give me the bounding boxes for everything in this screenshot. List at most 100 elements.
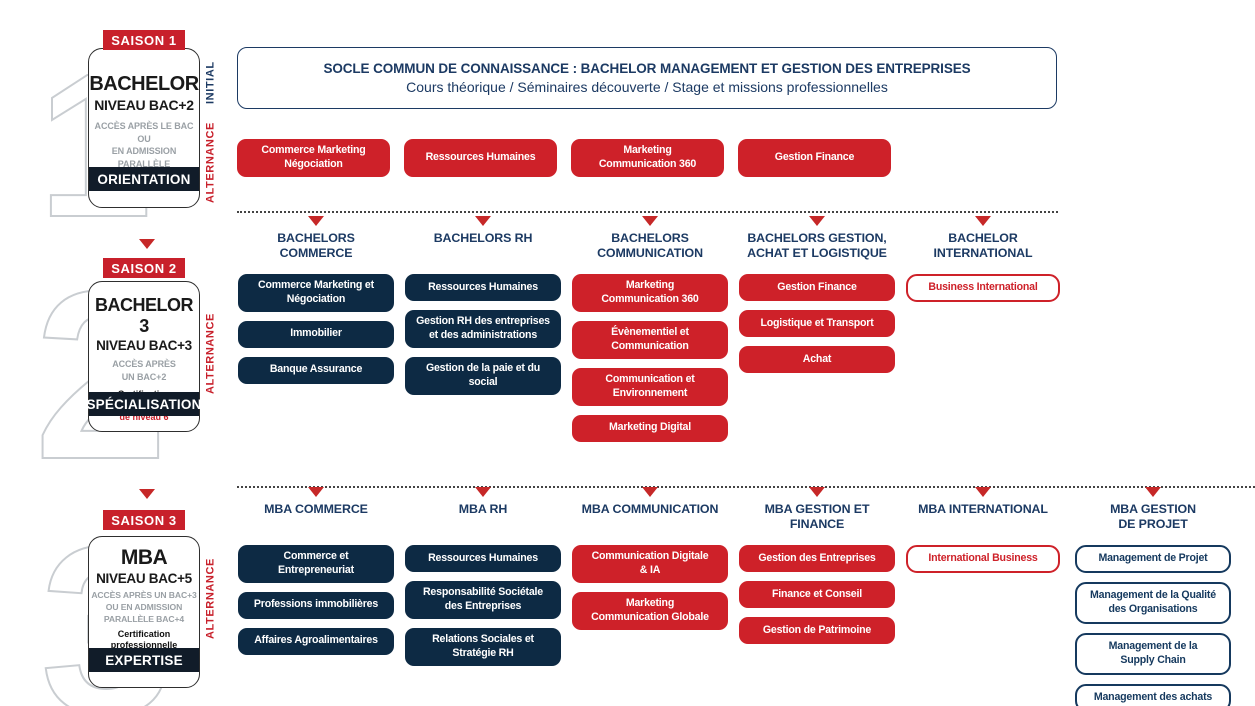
arrow-down-icon xyxy=(308,216,324,226)
program-list: International Business xyxy=(906,545,1060,573)
season3-title: MBA xyxy=(120,546,168,569)
program-pill: Management de Projet xyxy=(1075,545,1231,573)
program-pill: Marketing Communication Globale xyxy=(572,591,728,630)
column-header: MBA COMMUNICATION xyxy=(581,502,719,516)
arrow-down-icon xyxy=(475,487,491,497)
program-pill: Marketing Digital xyxy=(572,414,728,442)
season1-title: BACHELOR xyxy=(89,73,199,95)
program-pill: Ressources Humaines xyxy=(405,274,561,301)
column-header: BACHELORS COMMUNICATION xyxy=(597,231,703,260)
arrow-down-icon xyxy=(809,487,825,497)
program-list: Ressources Humaines Gestion RH des entre… xyxy=(405,274,561,395)
program-list: Management de Projet Management de la Qu… xyxy=(1075,545,1231,706)
program-pill: Immobilier xyxy=(238,320,394,348)
program-pill: Marketing Communication 360 xyxy=(571,139,724,177)
s2-column-rh: BACHELORS RH Ressources Humaines Gestion… xyxy=(405,216,561,395)
alternance-label-s1: ALTERNANCE xyxy=(204,122,217,204)
season3-subtitle: NIVEAU BAC+5 xyxy=(96,571,192,586)
program-pill: Affaires Agroalimentaires xyxy=(238,627,394,655)
arrow-down-icon xyxy=(475,216,491,226)
season2-card: BACHELOR 3 NIVEAU BAC+3 ACCÈS APRÈS UN B… xyxy=(86,281,201,432)
initial-label: INITIAL xyxy=(204,61,217,105)
season3-banner: EXPERTISE xyxy=(89,648,199,672)
program-pill: Banque Assurance xyxy=(238,356,394,384)
arrow-down-icon xyxy=(975,487,991,497)
season3-card: MBA NIVEAU BAC+5 ACCÈS APRÈS UN BAC+3 OU… xyxy=(88,536,200,688)
season2-banner: SPÉCIALISATION xyxy=(86,392,201,416)
s3-column-rh: MBA RH Ressources Humaines Responsabilit… xyxy=(405,487,561,666)
s3-column-gestion-projet: MBA GESTION DE PROJET Management de Proj… xyxy=(1075,487,1231,706)
program-pill: Gestion Finance xyxy=(738,139,891,177)
column-header: BACHELOR INTERNATIONAL xyxy=(933,231,1033,260)
column-header: MBA INTERNATIONAL xyxy=(918,502,1048,516)
common-core-box: SOCLE COMMUN DE CONNAISSANCE : BACHELOR … xyxy=(237,47,1057,109)
program-pill: Ressources Humaines xyxy=(404,139,557,177)
common-core-title: SOCLE COMMUN DE CONNAISSANCE : BACHELOR … xyxy=(323,61,971,76)
season2-certification-level: de niveau 6 xyxy=(119,411,169,422)
program-pill: Gestion Finance xyxy=(739,274,895,301)
program-pill: Évènementiel et Communication xyxy=(572,320,728,359)
season3-access-text: ACCÈS APRÈS UN BAC+3 OU EN ADMISSION PAR… xyxy=(91,590,197,625)
season3-badge: SAISON 3 xyxy=(103,510,185,530)
program-pill: Gestion RH des entreprises et des admini… xyxy=(405,310,561,348)
s3-column-communication: MBA COMMUNICATION Communication Digitale… xyxy=(572,487,728,630)
alternance-label-s3: ALTERNANCE xyxy=(204,558,217,640)
program-pill: Ressources Humaines xyxy=(405,545,561,572)
column-header: MBA COMMERCE xyxy=(264,502,368,516)
program-pill: Gestion de Patrimoine xyxy=(739,617,895,644)
season3-certification: Certification professionnelle xyxy=(110,629,178,651)
season3-divider xyxy=(237,486,1255,488)
column-header: MBA RH xyxy=(458,502,508,516)
s3-column-international: MBA INTERNATIONAL International Business xyxy=(906,487,1060,573)
season1-badge: SAISON 1 xyxy=(103,30,185,50)
program-pill: Achat xyxy=(739,346,895,373)
season2-subtitle: NIVEAU BAC+3 xyxy=(96,338,192,353)
season2-divider xyxy=(237,211,1058,213)
program-pill: Relations Sociales et Stratégie RH xyxy=(405,627,561,666)
program-pill: International Business xyxy=(906,545,1060,573)
program-list: Commerce et Entrepreneuriat Professions … xyxy=(238,545,394,655)
season2-badge: SAISON 2 xyxy=(103,258,185,278)
program-pill: Management des achats xyxy=(1075,683,1231,706)
s2-column-communication: BACHELORS COMMUNICATION Marketing Commun… xyxy=(572,216,728,442)
program-pill: Business International xyxy=(906,274,1060,302)
program-pill: Management de la Qualité des Organisatio… xyxy=(1075,581,1231,624)
season-flow-arrow-icon xyxy=(139,239,155,249)
program-pill: Communication et Environnement xyxy=(572,367,728,406)
program-pill: Commerce Marketing Négociation xyxy=(237,139,390,177)
program-pill: Logistique et Transport xyxy=(739,310,895,337)
program-list: Gestion Finance Logistique et Transport … xyxy=(739,274,895,373)
s3-column-gestion-finance: MBA GESTION ET FINANCE Gestion des Entre… xyxy=(739,487,895,644)
program-pill: Commerce et Entrepreneuriat xyxy=(238,545,394,583)
alternance-label-s2: ALTERNANCE xyxy=(204,313,217,395)
program-pill: Gestion de la paie et du social xyxy=(405,356,561,395)
season1-banner: ORIENTATION xyxy=(89,167,199,191)
program-list: Gestion des Entreprises Finance et Conse… xyxy=(739,545,895,644)
column-header: BACHELORS RH xyxy=(433,231,533,245)
arrow-down-icon xyxy=(975,216,991,226)
s3-column-commerce: MBA COMMERCE Commerce et Entrepreneuriat… xyxy=(238,487,394,655)
arrow-down-icon xyxy=(642,487,658,497)
season2-title: BACHELOR 3 xyxy=(95,295,194,336)
s2-column-gestion-achat-logistique: BACHELORS GESTION, ACHAT ET LOGISTIQUE G… xyxy=(739,216,895,373)
arrow-down-icon xyxy=(809,216,825,226)
program-pill: Professions immobilières xyxy=(238,591,394,619)
season1-access-text: ACCÈS APRÈS LE BAC OU EN ADMISSION PARAL… xyxy=(94,121,194,169)
column-header: MBA GESTION ET FINANCE xyxy=(764,502,870,531)
program-pill: Finance et Conseil xyxy=(739,581,895,608)
arrow-down-icon xyxy=(642,216,658,226)
program-list: Marketing Communication 360 Évènementiel… xyxy=(572,274,728,442)
common-core-subtitle: Cours théorique / Séminaires découverte … xyxy=(406,79,888,95)
program-list: Business International xyxy=(906,274,1060,302)
program-list: Communication Digitale & IA Marketing Co… xyxy=(572,545,728,630)
column-header: BACHELORS GESTION, ACHAT ET LOGISTIQUE xyxy=(747,231,887,260)
program-pill: Responsabilité Sociétale des Entreprises xyxy=(405,581,561,619)
arrow-down-icon xyxy=(308,487,324,497)
season1-track-row: Commerce Marketing Négociation Ressource… xyxy=(237,139,891,177)
program-pill: Communication Digitale & IA xyxy=(572,545,728,583)
program-pill: Management de la Supply Chain xyxy=(1075,632,1231,675)
season2-access-text: ACCÈS APRÈS UN BAC+2 xyxy=(112,359,176,382)
s2-column-international: BACHELOR INTERNATIONAL Business Internat… xyxy=(906,216,1060,302)
program-pill: Marketing Communication 360 xyxy=(572,274,728,312)
